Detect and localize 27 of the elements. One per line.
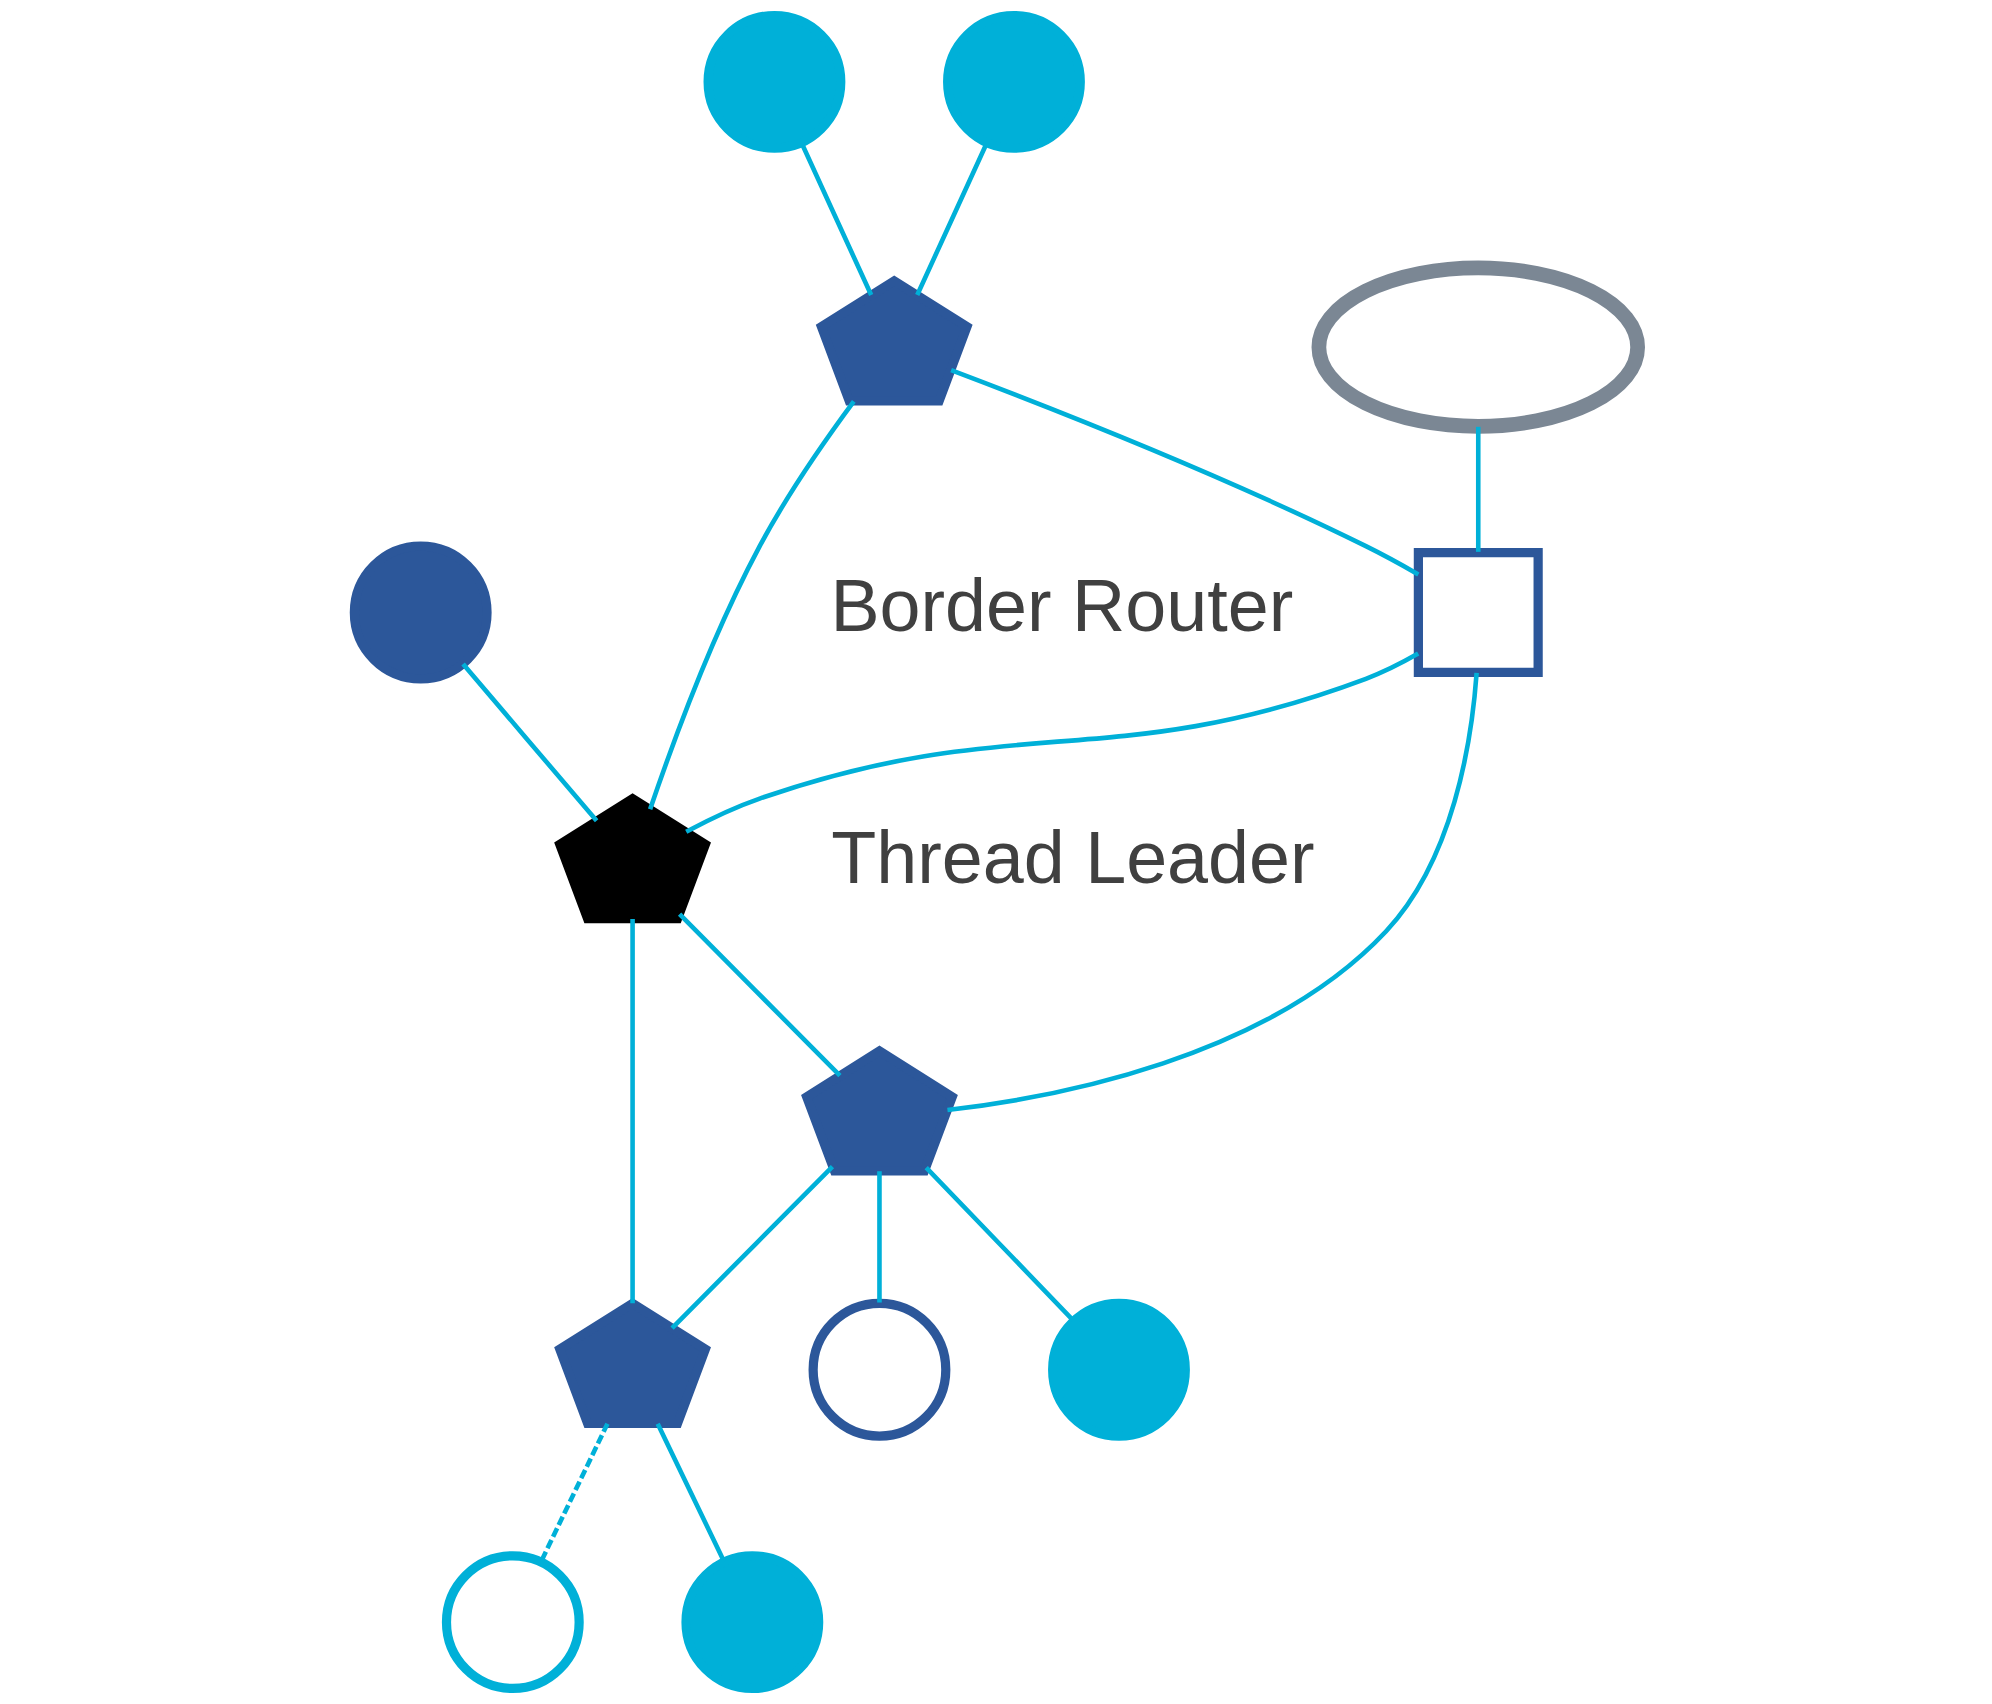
- connector: [647, 400, 856, 811]
- node-circle: [441, 1551, 584, 1694]
- connector: [877, 1171, 882, 1303]
- node-circle: [808, 1298, 951, 1441]
- node-circle: [703, 10, 846, 153]
- connector: [685, 651, 1420, 834]
- node-pentagon: [554, 793, 711, 924]
- node-circle: [681, 1551, 824, 1694]
- node-label: Border Router: [830, 563, 1294, 647]
- node-cloud: [1311, 260, 1645, 434]
- node-pentagon: [801, 1045, 958, 1176]
- node-box: [1413, 548, 1543, 677]
- node-circle: [943, 10, 1085, 153]
- connector: [947, 672, 1479, 1113]
- connector: [924, 1166, 1075, 1322]
- connector: [461, 662, 599, 823]
- connector: [670, 1164, 835, 1330]
- connector: [950, 368, 1420, 577]
- node-pentagon: [815, 275, 973, 406]
- connector: [799, 142, 874, 296]
- node-label: Thread Leader: [831, 816, 1315, 900]
- node-circle: [1048, 1298, 1190, 1441]
- connector: [677, 912, 842, 1078]
- node-circle: [349, 541, 492, 684]
- node-pentagon: [554, 1297, 711, 1428]
- connector: [1475, 426, 1481, 552]
- connector: [630, 918, 635, 1304]
